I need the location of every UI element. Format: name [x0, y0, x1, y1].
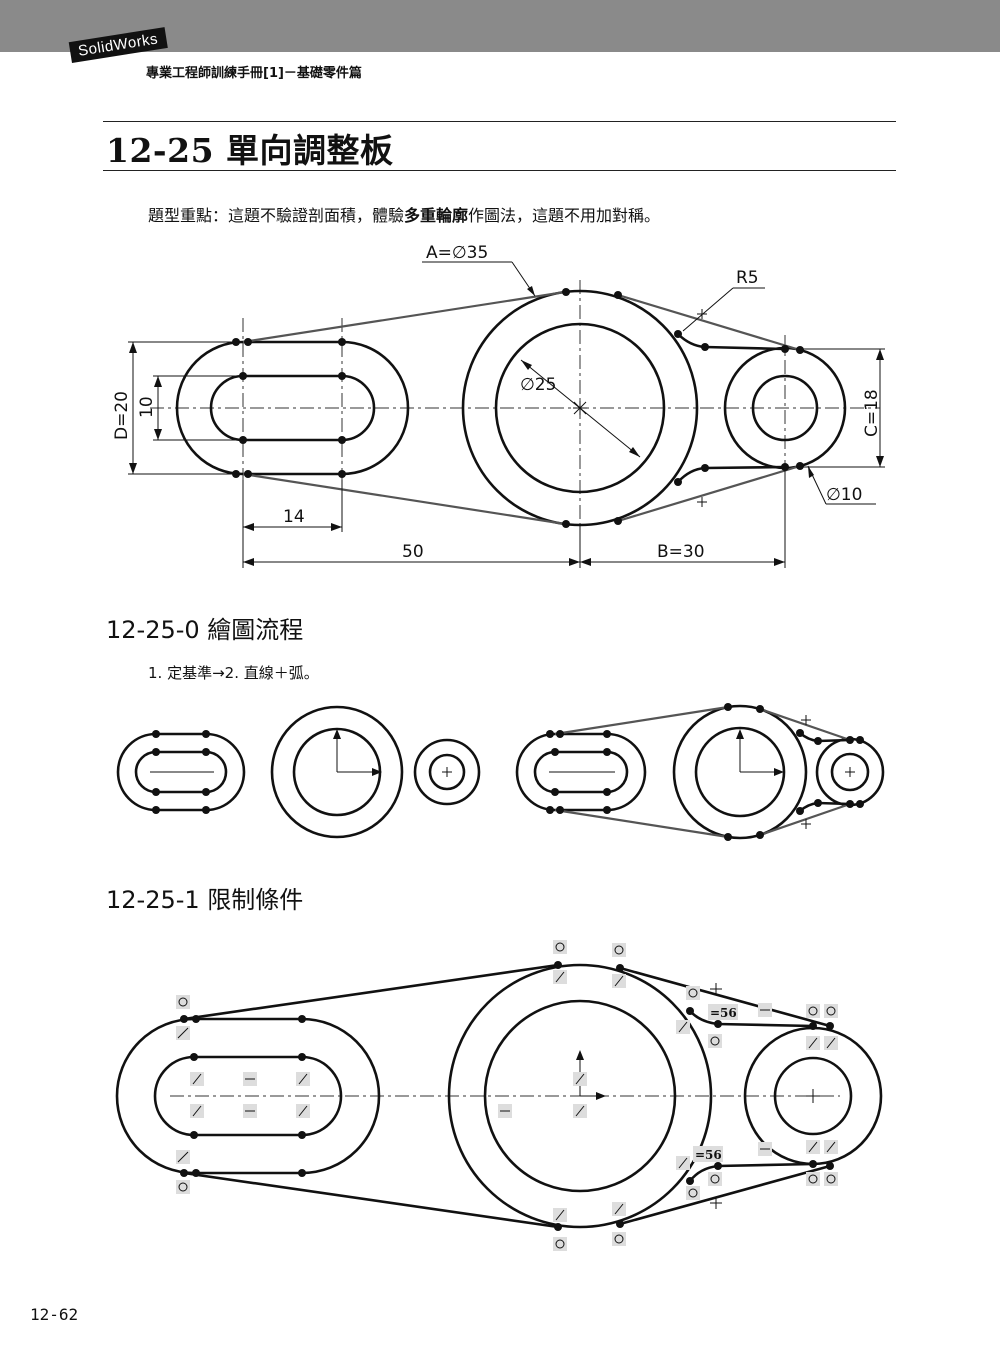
- chapter-rule-bottom: [103, 170, 896, 171]
- equal-constraint-bottom: =56: [695, 1148, 722, 1162]
- dim-14-label: 14: [283, 507, 305, 527]
- section-title-constraints: 12-25-1 限制條件: [106, 886, 304, 914]
- key-point-text-end: 作圖法，這題不用加對稱。: [468, 206, 661, 225]
- dim-b30-label: B=30: [657, 542, 705, 562]
- key-point-bold: 多重輪廓: [404, 206, 469, 225]
- section-title-flow: 12-25-0 繪圖流程: [106, 616, 304, 644]
- dim-10-label: 10: [137, 396, 157, 418]
- process-sketches: [116, 703, 885, 841]
- dim-c18-label: C=18: [862, 389, 882, 437]
- book-title: 專業工程師訓練手冊[1]－基礎零件篇: [146, 66, 362, 81]
- chapter-rule-top: [103, 121, 896, 122]
- dimensioned-drawing: A=∅35 R5 ∅25 D=20 10 C=18 ∅10 14 50 B=30: [112, 243, 885, 568]
- constraint-drawing: =56 =56: [115, 940, 883, 1251]
- equal-constraint-top: =56: [710, 1006, 737, 1020]
- dim-50-label: 50: [402, 542, 424, 562]
- dim-d10-label: ∅10: [826, 485, 862, 505]
- dim-a-label: A=∅35: [426, 243, 488, 263]
- key-point-paragraph: 題型重點：這題不驗證剖面積，體驗多重輪廓作圖法，這題不用加對稱。: [148, 202, 660, 226]
- flow-steps: 1. 定基準→2. 直線＋弧。: [148, 664, 319, 682]
- chapter-title: 12-25 單向調整板: [106, 131, 394, 170]
- dim-r5-label: R5: [736, 268, 759, 288]
- dim-d25-label: ∅25: [520, 375, 556, 395]
- dim-d20-label: D=20: [112, 391, 132, 440]
- page-number: 12-62: [30, 1305, 79, 1324]
- key-point-text: 題型重點：這題不驗證剖面積，體驗: [148, 206, 405, 225]
